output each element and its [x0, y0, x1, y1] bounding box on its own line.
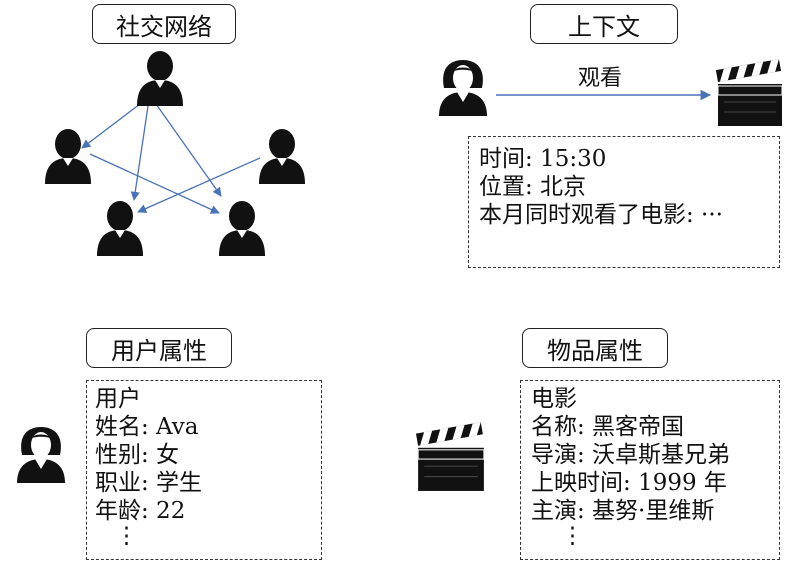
item-more-ellipsis: ⋮	[561, 523, 584, 549]
context-time: 时间: 15:30	[479, 146, 607, 172]
item-attributes-box: 电影 名称: 黑客帝国 导演: 沃卓斯基兄弟 上映时间: 1999 年 主演: …	[520, 380, 780, 560]
person-icon	[259, 129, 305, 184]
user-gender: 性别: 女	[95, 442, 180, 468]
item-release-year: 上映时间: 1999 年	[531, 470, 727, 496]
item-heading: 电影	[531, 386, 577, 412]
context-history: 本月同时观看了电影: ···	[479, 202, 723, 228]
film-clapperboard-icon	[415, 422, 485, 491]
woman-icon	[439, 60, 487, 116]
social-network-title: 社交网络	[92, 4, 236, 44]
item-director: 导演: 沃卓斯基兄弟	[531, 442, 731, 468]
user-attributes-title: 用户属性	[86, 328, 232, 368]
link-top-to-left	[81, 103, 141, 149]
link-top-to-bottom-left	[130, 105, 149, 201]
person-icon	[97, 201, 143, 256]
watch-label: 观看	[578, 66, 623, 91]
user-more-ellipsis: ⋮	[115, 523, 138, 549]
link-right-to-bottom-left	[137, 157, 261, 213]
woman-icon	[17, 427, 65, 483]
context-title: 上下文	[530, 4, 678, 44]
user-attributes-box: 用户 姓名: Ava 性别: 女 职业: 学生 年龄: 22 ⋮	[86, 380, 322, 560]
user-heading: 用户	[95, 386, 141, 412]
item-starring: 主演: 基努·里维斯	[531, 498, 715, 524]
item-title: 名称: 黑客帝国	[531, 414, 685, 440]
person-icon	[219, 201, 265, 256]
person-icon	[45, 129, 91, 184]
link-top-to-bottom-right	[155, 103, 222, 197]
user-age: 年龄: 22	[95, 498, 186, 524]
person-icon	[137, 51, 183, 106]
item-attributes-title: 物品属性	[522, 328, 668, 368]
film-clapperboard-icon	[715, 59, 783, 126]
link-left-to-bottom-right	[89, 153, 220, 214]
user-occupation: 职业: 学生	[95, 470, 203, 496]
context-info-box: 时间: 15:30 位置: 北京 本月同时观看了电影: ···	[468, 136, 780, 268]
context-location: 位置: 北京	[479, 174, 587, 200]
user-name: 姓名: Ava	[95, 414, 199, 440]
